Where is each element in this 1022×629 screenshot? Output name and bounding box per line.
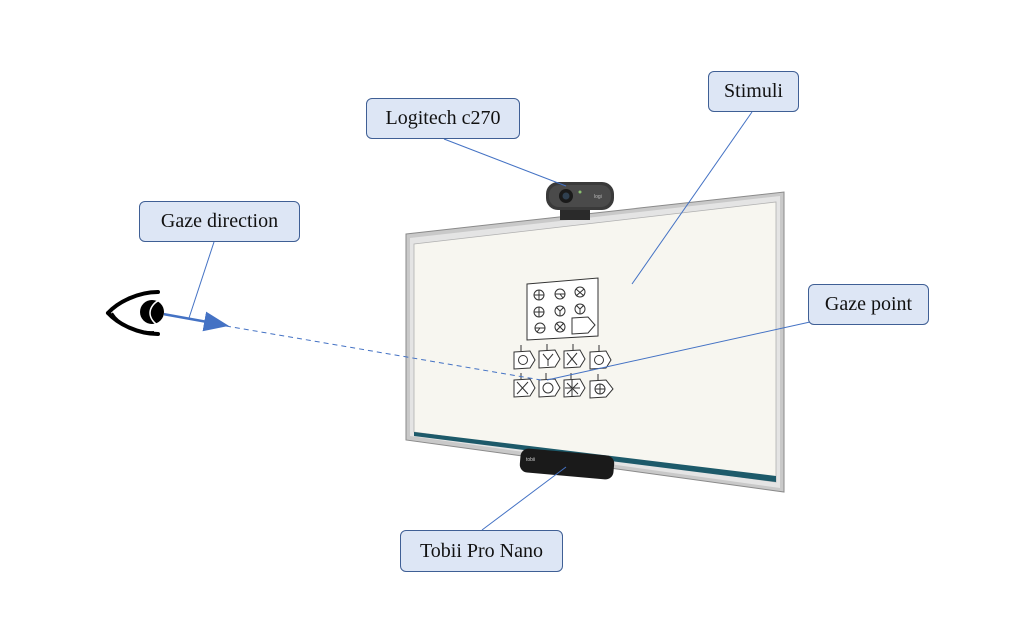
svg-text:tobii: tobii — [526, 457, 535, 463]
webcam-icon: logi — [546, 182, 614, 220]
eye-tracker-label: Tobii Pro Nano — [400, 530, 563, 572]
answer-options-row-2 — [513, 373, 614, 399]
gaze-direction-label: Gaze direction — [139, 201, 300, 242]
gaze-point-label: Gaze point — [808, 284, 929, 325]
leader-gaze-direction — [188, 241, 215, 319]
gaze-ray — [162, 311, 542, 381]
eye-icon — [106, 290, 164, 336]
webcam-label: Logitech c270 — [366, 98, 520, 139]
answer-options-row-1 — [513, 344, 612, 370]
leader-lines — [188, 111, 811, 531]
leader-webcam — [443, 138, 567, 187]
stimuli-label: Stimuli — [708, 71, 799, 112]
leader-stimuli — [631, 111, 753, 285]
svg-text:logi: logi — [594, 194, 602, 200]
leader-gaze-point — [546, 321, 811, 381]
stimuli-matrix — [526, 277, 599, 341]
whiteboard-screen — [405, 191, 785, 493]
tobii-bar-icon: tobii — [519, 448, 615, 480]
leader-eye-tracker — [481, 466, 567, 531]
